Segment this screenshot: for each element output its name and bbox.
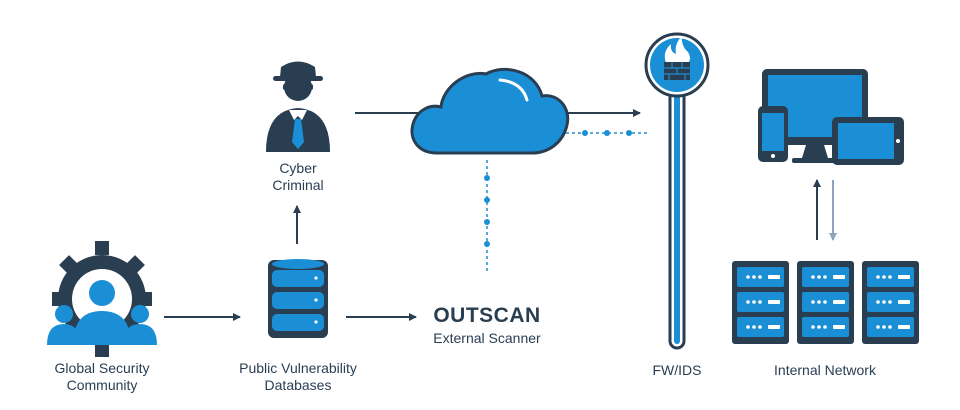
databases-label-line1: Public Vulnerability: [239, 360, 357, 376]
dotted-link-cloud-to-outscan: [484, 160, 490, 272]
databases-label-line2: Databases: [264, 377, 332, 393]
community-label-line1: Global Security: [54, 360, 150, 376]
server-rack: [797, 261, 854, 344]
criminal-label: Cyber Criminal: [248, 160, 348, 194]
devices-icon: [758, 69, 904, 165]
criminal-label-line2: Criminal: [272, 177, 324, 193]
database-icon: [268, 259, 328, 338]
outscan-subtitle: External Scanner: [433, 330, 541, 346]
outscan-title: OUTSCAN: [433, 304, 541, 327]
community-label-line2: Community: [66, 377, 138, 393]
server-rack-icon: [732, 261, 919, 344]
server-rack: [732, 261, 789, 344]
firewall-icon: [644, 32, 710, 350]
dotted-link-cloud-to-firewall: [566, 130, 648, 136]
server-rack: [862, 261, 919, 344]
internal-network-label: Internal Network: [774, 362, 876, 378]
firewall-label: FW/IDS: [652, 362, 702, 378]
criminal-label-line1: Cyber: [279, 160, 317, 176]
hacker-icon: [266, 61, 330, 152]
cloud-icon: [410, 67, 570, 155]
gear-people-icon: [47, 241, 157, 357]
databases-label: Public Vulnerability Databases: [218, 360, 378, 394]
community-label: Global Security Community: [32, 360, 172, 394]
